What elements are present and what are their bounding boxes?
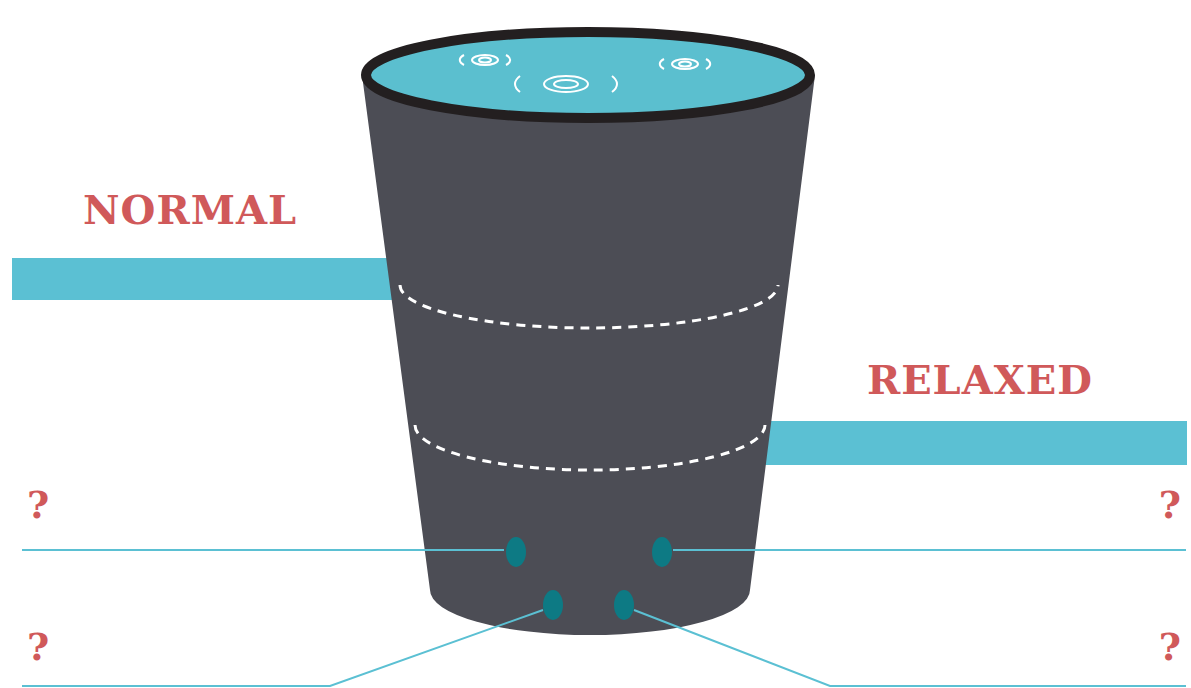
level-bar [12,258,404,300]
question-mark: ? [27,628,49,666]
level-label: RELAXED [867,360,1093,400]
question-mark: ? [27,486,49,524]
water-surface [366,32,810,118]
bucket-holes [506,537,672,620]
level-label: NORMAL [83,190,297,230]
question-mark: ? [1159,486,1181,524]
level-bar [765,421,1187,465]
question-mark: ? [1159,628,1181,666]
ripples [460,55,710,92]
level-line [400,285,778,328]
leader-lines [22,550,1186,686]
level-line [415,425,765,470]
